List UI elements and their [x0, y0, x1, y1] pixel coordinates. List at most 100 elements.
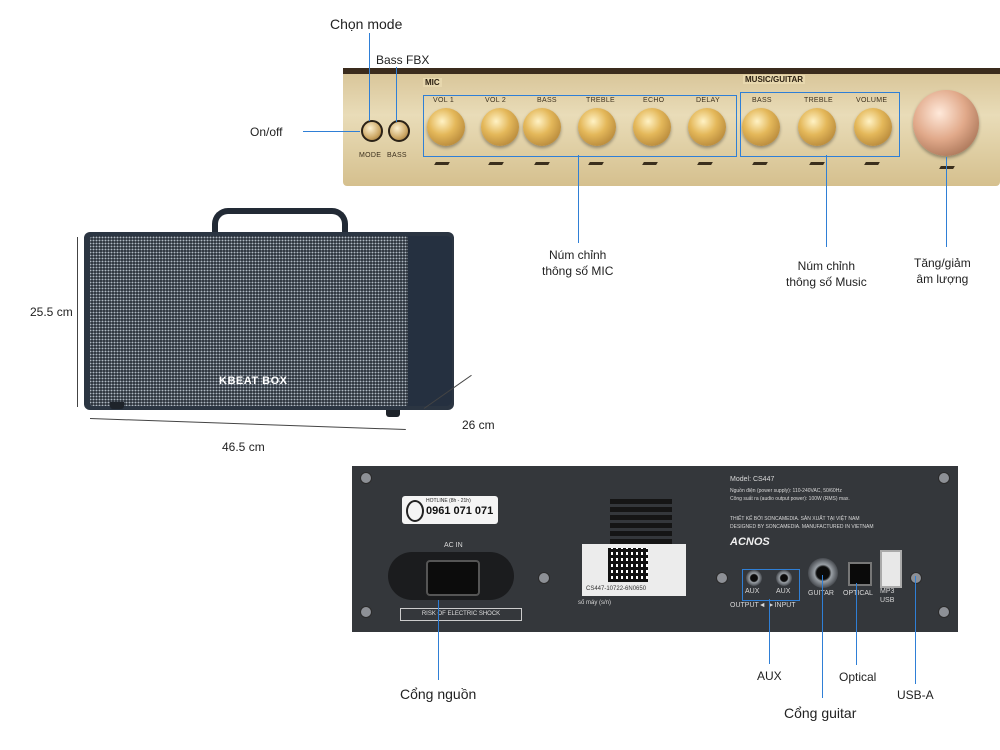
- usb-a-port[interactable]: [880, 550, 902, 588]
- knob-marker: [697, 162, 713, 165]
- callout-line-optical: [856, 583, 857, 665]
- knob-label-delay: DELAY: [696, 97, 720, 104]
- label-guitar-port: Cổng guitar: [784, 705, 857, 721]
- bass-button-label: BASS: [387, 152, 407, 159]
- screw: [360, 606, 372, 618]
- aux-output-jack[interactable]: [746, 570, 762, 586]
- label-volume-line2: âm lượng: [916, 272, 969, 287]
- knob-label-treble: TREBLE: [586, 97, 616, 104]
- knob-marker: [809, 162, 825, 165]
- qr-code: [608, 548, 648, 582]
- music-knob-group-box: [740, 92, 900, 157]
- mic-echo-knob[interactable]: [633, 108, 671, 146]
- label-volume-line1: Tăng/giảm: [914, 256, 971, 270]
- guitar-jack[interactable]: [808, 558, 838, 588]
- label-mic-knobs-line1: Núm chỉnh: [549, 248, 607, 262]
- label-volume: Tăng/giảm âm lượng: [914, 255, 971, 287]
- callout-line-bassfbx: [396, 67, 397, 122]
- label-depth: 26 cm: [462, 418, 495, 432]
- label-mic-knobs-line2: thông số MIC: [542, 264, 614, 279]
- height-dimension-line: [77, 237, 78, 407]
- speaker-brand-logo: KBEAT BOX: [219, 375, 288, 387]
- mode-button-label: MODE: [359, 152, 382, 159]
- aux-input-jack[interactable]: [776, 570, 792, 586]
- speaker-foot: [386, 410, 400, 417]
- music-volume-knob[interactable]: [854, 108, 892, 146]
- screw: [538, 572, 550, 584]
- screw: [938, 606, 950, 618]
- callout-line-mic: [578, 155, 579, 243]
- mic-vol2-knob[interactable]: [481, 108, 519, 146]
- mic-section-title: MIC: [423, 78, 442, 87]
- callout-line-music: [826, 155, 827, 247]
- serial-sticker: CS447-10722-6N0650: [582, 544, 686, 596]
- phone-icon: [406, 500, 424, 522]
- acnos-logo: ACNOS: [730, 536, 770, 548]
- screw: [360, 472, 372, 484]
- knob-label-volume: VOLUME: [856, 97, 888, 104]
- knob-marker: [864, 162, 880, 165]
- hotline-label: HOTLINE (8h - 21h): [426, 498, 471, 504]
- spec-line-1: Nguồn điện (power supply): 110-240VAC, 5…: [730, 488, 842, 494]
- label-width: 46.5 cm: [222, 440, 265, 454]
- label-chon-mode: Chọn mode: [330, 16, 403, 32]
- serial-label: số máy (s/n): [578, 600, 612, 606]
- aux-input-label: AUX: [776, 588, 791, 595]
- label-usb-a: USB-A: [897, 688, 934, 702]
- callout-line-volume: [946, 157, 947, 247]
- guitar-label: GUITAR: [808, 590, 834, 597]
- optical-label: OPTICAL: [843, 590, 873, 597]
- control-panel: MIC MUSIC/GUITAR MODE BASS VOL 1 VOL 2 B…: [343, 68, 1000, 186]
- screw: [938, 472, 950, 484]
- mic-vol1-knob[interactable]: [427, 108, 465, 146]
- callout-line-guitar: [822, 575, 823, 698]
- vent-grille: [610, 496, 672, 544]
- knob-label-bass: BASS: [537, 97, 557, 104]
- speaker-side: [408, 236, 452, 406]
- bass-fbx-button[interactable]: [388, 120, 410, 142]
- model-text: Model: CS447: [730, 476, 775, 483]
- spec-line-2: Công suất ra (audio output power): 100W …: [730, 496, 850, 502]
- mp3-label: MP3: [880, 588, 895, 595]
- knob-label-echo: ECHO: [643, 97, 665, 104]
- knob-label-vol1: VOL 1: [433, 97, 455, 104]
- io-label: OUTPUT◄ ►INPUT: [730, 602, 796, 609]
- mic-delay-knob[interactable]: [688, 108, 726, 146]
- label-mic-knobs: Núm chỉnh thông số MIC: [542, 247, 613, 279]
- music-bass-knob[interactable]: [742, 108, 780, 146]
- callout-line-aux: [769, 599, 770, 664]
- callout-line-mode: [369, 33, 370, 121]
- label-height: 25.5 cm: [30, 305, 73, 319]
- callout-line-onoff: [303, 131, 360, 132]
- width-dimension-line: [89, 418, 406, 431]
- label-bass-fbx: Bass FBX: [376, 53, 430, 67]
- mode-button[interactable]: [361, 120, 383, 142]
- aux-group-box: [742, 569, 800, 601]
- knob-marker: [488, 162, 504, 165]
- knob-marker: [752, 162, 768, 165]
- knob-marker: [642, 162, 658, 165]
- hotline-number: 0961 071 071: [426, 505, 494, 517]
- knob-label-vol2: VOL 2: [485, 97, 507, 104]
- optical-port[interactable]: [848, 562, 872, 586]
- label-aux: AUX: [757, 669, 782, 683]
- callout-line-power: [438, 600, 439, 680]
- power-socket[interactable]: [426, 560, 480, 596]
- shock-warning: RISK OF ELECTRIC SHOCK: [400, 608, 522, 621]
- label-power-port: Cổng nguồn: [400, 686, 477, 702]
- rear-panel: HOTLINE (8h - 21h) 0961 071 071 Model: C…: [352, 466, 958, 632]
- power-socket-plate: [388, 552, 514, 600]
- hotline-sticker: HOTLINE (8h - 21h) 0961 071 071: [402, 496, 498, 524]
- music-treble-knob[interactable]: [798, 108, 836, 146]
- mic-bass-knob[interactable]: [523, 108, 561, 146]
- master-volume-knob[interactable]: [913, 90, 979, 156]
- label-on-off: On/off: [250, 125, 283, 139]
- speaker-grille: [90, 236, 408, 406]
- serial-number: CS447-10722-6N0650: [586, 586, 647, 592]
- spec-line-3: THIẾT KẾ BỞI SONCAMEDIA. SẢN XUẤT TẠI VI…: [730, 516, 860, 522]
- mic-treble-knob[interactable]: [578, 108, 616, 146]
- screw: [716, 572, 728, 584]
- music-section-title: MUSIC/GUITAR: [743, 75, 806, 84]
- knob-marker: [534, 162, 550, 165]
- aux-output-label: AUX: [745, 588, 760, 595]
